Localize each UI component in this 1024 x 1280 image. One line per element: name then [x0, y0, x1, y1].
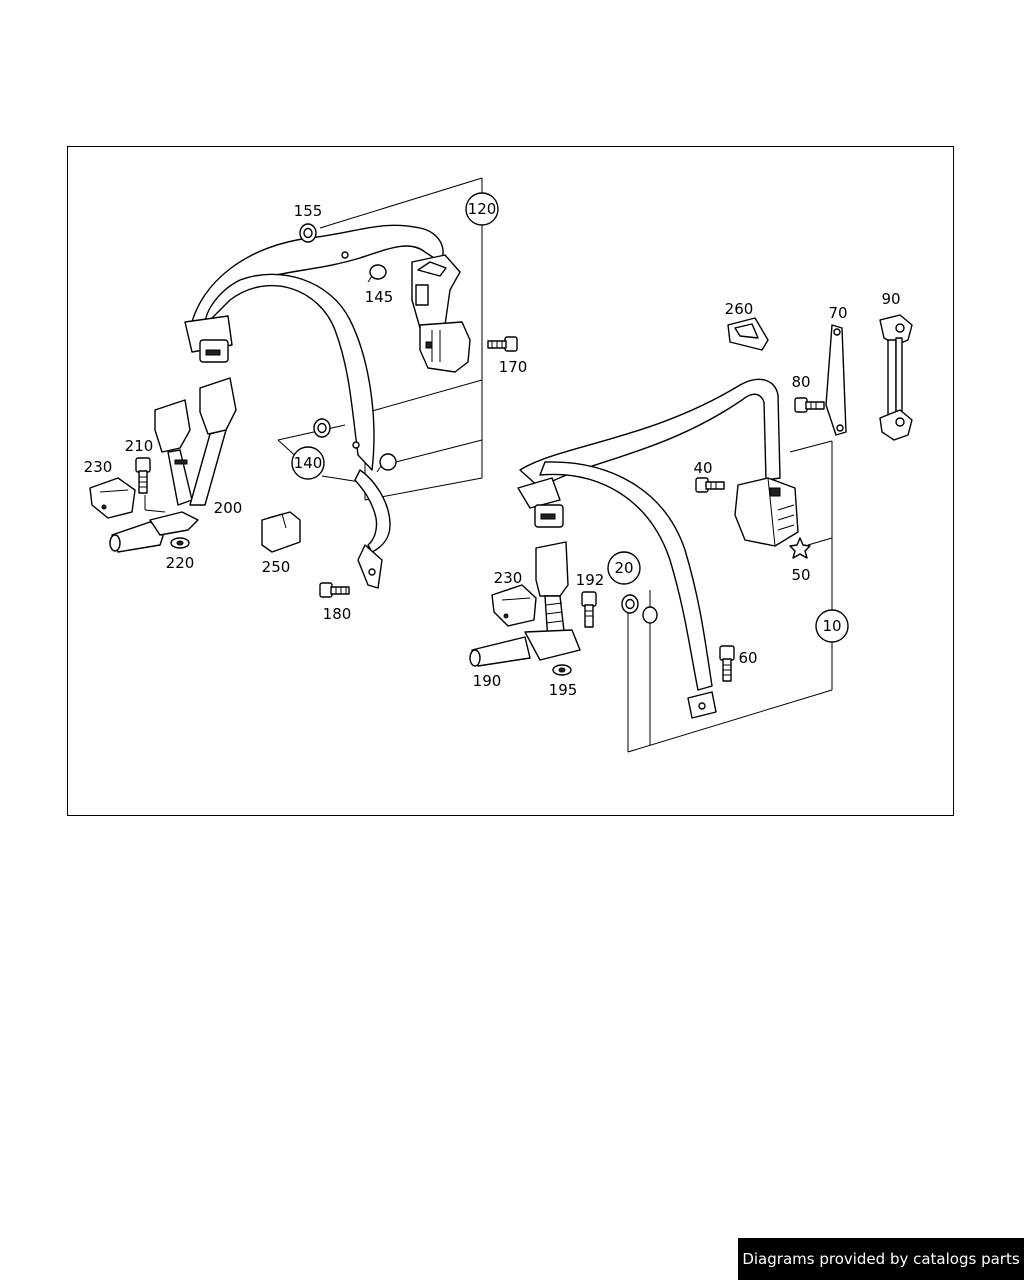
- label-140: 140: [294, 454, 323, 472]
- bolt-210: [135, 457, 151, 494]
- left-panel-lines: [277, 177, 483, 501]
- washer-220: [170, 537, 190, 549]
- guide-90: [879, 314, 913, 441]
- label-230-right: 230: [494, 569, 523, 587]
- star-washer-50: [789, 537, 811, 559]
- right-buckle: [535, 541, 569, 643]
- bolt-192: [581, 591, 597, 628]
- label-145: 145: [365, 288, 394, 306]
- right-panel-lines: [627, 440, 833, 753]
- left-retractor: [411, 254, 471, 373]
- label-200: 200: [214, 499, 243, 517]
- cap-145: [367, 264, 387, 283]
- credit-badge: Diagrams provided by catalogs parts: [738, 1238, 1024, 1280]
- callout-circle-140: [291, 446, 325, 480]
- label-220: 220: [166, 554, 195, 572]
- anchor-tube-190: [469, 629, 581, 667]
- label-195: 195: [549, 681, 578, 699]
- label-70: 70: [828, 304, 847, 322]
- washer-195: [552, 664, 572, 676]
- bolt-170: [487, 336, 518, 352]
- label-170: 170: [499, 358, 528, 376]
- grommet-155: [299, 223, 317, 243]
- cap-140: [376, 453, 397, 473]
- strip-70: [825, 324, 847, 436]
- left-belt-webbing: [184, 224, 444, 589]
- callout-circle-10: [815, 609, 849, 643]
- label-210: 210: [125, 437, 154, 455]
- double-buckle-200: [154, 377, 237, 506]
- bolt-40: [695, 477, 725, 493]
- label-90: 90: [881, 290, 900, 308]
- label-230-left: 230: [84, 458, 113, 476]
- callout-circle-20: [607, 551, 641, 585]
- right-belt-webbing: [517, 378, 781, 719]
- label-190: 190: [473, 672, 502, 690]
- right-retractor: [734, 477, 799, 547]
- label-20: 20: [614, 559, 633, 577]
- anchor-bracket-left: [109, 495, 199, 553]
- label-40: 40: [693, 459, 712, 477]
- bolt-80: [794, 397, 825, 413]
- label-155: 155: [294, 202, 323, 220]
- label-60: 60: [738, 649, 757, 667]
- label-180: 180: [323, 605, 352, 623]
- callout-circle-120: [465, 192, 499, 226]
- diagram-frame: [67, 146, 954, 816]
- label-120: 120: [468, 200, 497, 218]
- label-260: 260: [725, 300, 754, 318]
- label-80: 80: [791, 373, 810, 391]
- grommet-20: [621, 594, 658, 624]
- label-50: 50: [791, 566, 810, 584]
- grommet-140: [313, 418, 331, 438]
- label-10: 10: [822, 617, 841, 635]
- label-192: 192: [576, 571, 605, 589]
- clip-260: [727, 317, 769, 351]
- cover-230-right: [491, 584, 537, 627]
- bolt-180: [319, 582, 350, 598]
- clip-250: [261, 511, 301, 553]
- label-250: 250: [262, 558, 291, 576]
- bolt-60: [719, 645, 735, 682]
- cover-230-left: [89, 477, 136, 519]
